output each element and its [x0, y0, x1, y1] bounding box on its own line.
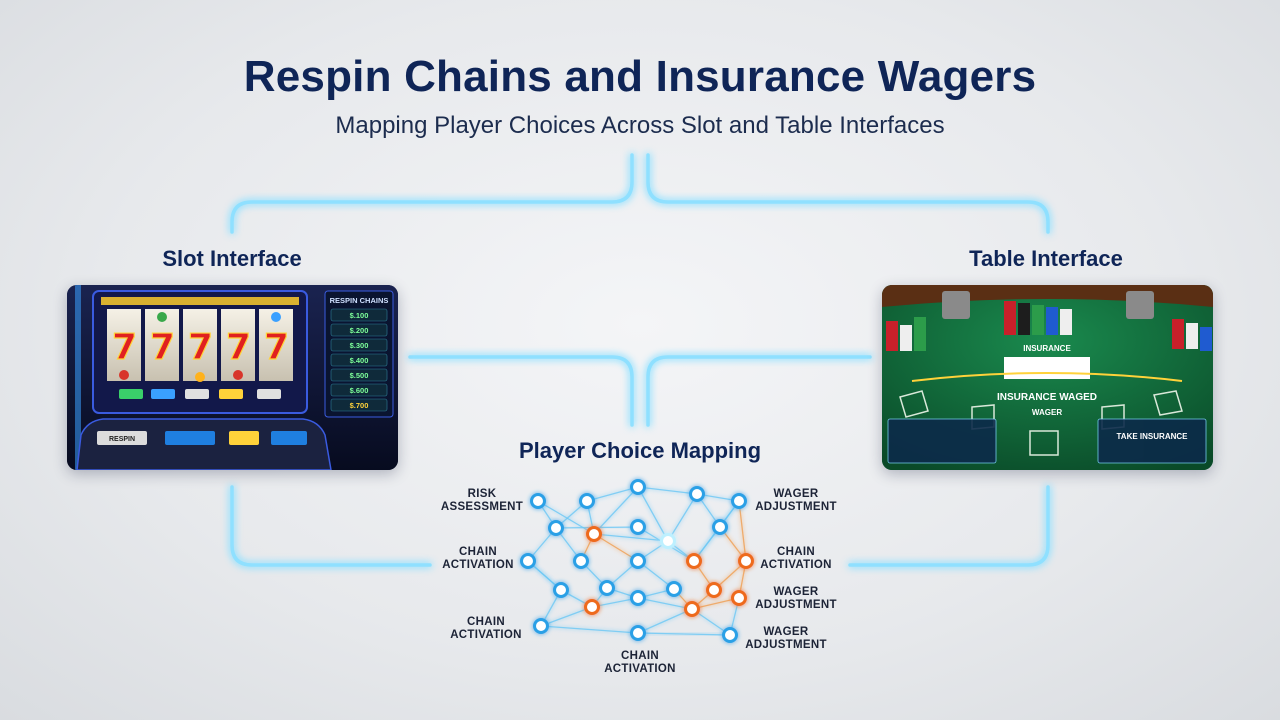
reel-symbol: 7 — [150, 327, 175, 368]
table-interface-label: Table Interface — [969, 246, 1123, 271]
network-edge — [637, 608, 693, 634]
network-edge — [537, 500, 595, 535]
chip-stacks — [886, 301, 1212, 351]
network-node — [712, 519, 728, 535]
respin-value: $.300 — [350, 341, 369, 350]
network-node — [666, 581, 682, 597]
network-node — [731, 590, 747, 606]
network-node — [630, 553, 646, 569]
network-node — [533, 618, 549, 634]
network-nodes — [520, 479, 754, 643]
network-node — [684, 601, 700, 617]
network-edge — [540, 606, 593, 627]
respin-value-row — [330, 338, 388, 352]
insurance-label: INSURANCE — [1023, 344, 1071, 353]
respin-value-row — [330, 398, 388, 412]
network-node — [573, 553, 589, 569]
reel-symbol: 7 — [226, 327, 251, 368]
respin-value: $.700 — [350, 401, 369, 410]
respin-button-label: RESPIN — [109, 436, 135, 443]
reel-symbol: 7 — [112, 327, 137, 368]
respin-value: $.100 — [350, 311, 369, 320]
network-node — [630, 519, 646, 535]
respin-value-row — [330, 353, 388, 367]
network-node — [722, 627, 738, 643]
reel-symbol: 7 — [264, 327, 289, 368]
network-node — [630, 590, 646, 606]
network-node — [706, 582, 722, 598]
slot-interface-label: Slot Interface — [162, 246, 302, 271]
network-node — [686, 553, 702, 569]
network-node — [530, 493, 546, 509]
network-edge — [637, 486, 698, 495]
network-node — [630, 625, 646, 641]
network-node — [689, 486, 705, 502]
slot-buttons-row — [119, 389, 281, 399]
slot-interface-image: 7 7 7 7 7 RESPIN RESPIN CHAINS $.100 $.20… — [67, 285, 398, 470]
respin-value: $.500 — [350, 371, 369, 380]
network-node — [660, 533, 676, 549]
network-node — [520, 553, 536, 569]
player-choice-mapping-label: Player Choice Mapping — [518, 438, 762, 463]
network-node — [553, 582, 569, 598]
network-node — [599, 580, 615, 596]
take-insurance-text: TAKE INSURANCE — [1117, 432, 1189, 441]
network-node — [584, 599, 600, 615]
respin-chains-panel-title: RESPIN CHAINS — [330, 296, 389, 305]
insurance-waged-text: INSURANCE WAGED — [997, 392, 1097, 403]
network-node — [548, 520, 564, 536]
respin-value: $.600 — [350, 386, 369, 395]
network-edge — [637, 632, 731, 636]
respin-values-list: $.100 $.200 $.300 $.400 $.500 $.600 $.700 — [330, 308, 388, 412]
network-edge — [540, 625, 639, 634]
network-edge — [738, 500, 747, 562]
respin-value: $.200 — [350, 326, 369, 335]
network-node — [586, 526, 602, 542]
network-edge — [593, 533, 639, 562]
network-node — [731, 493, 747, 509]
network-edge — [593, 486, 639, 535]
network-edge — [667, 493, 698, 542]
respin-value-row — [330, 308, 388, 322]
network-edge — [593, 533, 669, 542]
network-edge — [586, 486, 639, 502]
network-node — [630, 479, 646, 495]
respin-value-row — [330, 368, 388, 382]
page-title: Respin Chains and Insurance Wagers — [243, 52, 1037, 101]
network-edge — [637, 597, 693, 610]
network-edge — [691, 597, 740, 610]
network-edge — [637, 486, 669, 542]
network-node — [738, 553, 754, 569]
table-interface-image: INSURANCE INSURANCE WAGED WAGER TAKE INS… — [882, 285, 1213, 470]
slot-reels: 7 7 7 7 7 — [107, 309, 293, 382]
reel-symbol: 7 — [188, 327, 213, 368]
network-node — [579, 493, 595, 509]
wager-text: WAGER — [1032, 408, 1062, 417]
respin-value-row — [330, 323, 388, 337]
respin-value-row — [330, 383, 388, 397]
page-subtitle: Mapping Player Choices Across Slot and T… — [335, 112, 945, 139]
respin-value: $.400 — [350, 356, 369, 365]
